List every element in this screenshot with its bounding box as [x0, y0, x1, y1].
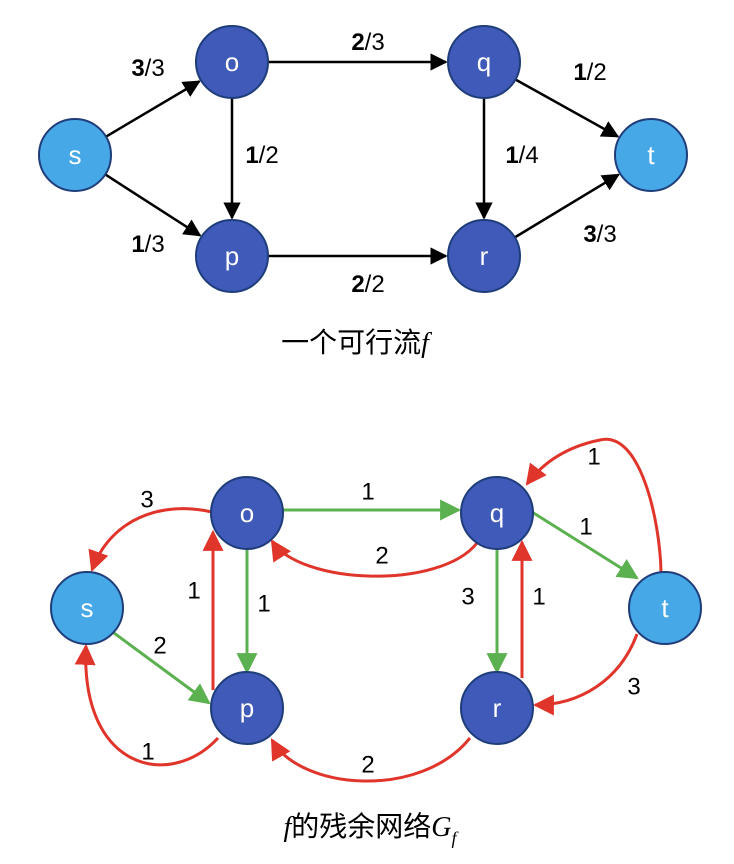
residual-edge-label-p-s: 1: [141, 739, 154, 766]
residual-node-q-circle: [460, 476, 534, 550]
flow-node-o: o: [195, 25, 269, 99]
residual-node-q-label: q: [490, 498, 504, 528]
residual-edge-label-r-p: 2: [361, 752, 374, 779]
residual-edge-label-o-q: 1: [361, 479, 374, 506]
residual-node-o-circle: [210, 476, 284, 550]
residual-edge-q-o: [270, 539, 479, 578]
flow-node-p-circle: [195, 219, 269, 293]
flow-edge-label-s-p: 1/3: [131, 231, 164, 258]
flow-node-r-circle: [447, 219, 521, 293]
flow-node-r-label: r: [480, 241, 489, 271]
residual-edge-label-p-o: 1: [187, 578, 200, 605]
flow-node-s-label: s: [69, 140, 82, 170]
flow-edge-label-o-q: 2/3: [351, 29, 384, 56]
flow-node-r: r: [447, 219, 521, 293]
residual-node-p-label: p: [240, 693, 254, 723]
flow-edge-r-t: [514, 173, 620, 239]
flow-edge-label-r-t: 3/3: [583, 221, 616, 248]
residual-edge-label-r-q: 1: [532, 584, 545, 611]
residual-node-t-circle: [628, 571, 702, 645]
residual-node-t-label: t: [661, 593, 669, 623]
flow-edge-q-t: [514, 78, 620, 138]
residual-edge-q-t: [531, 510, 639, 580]
flow-graph-caption: 一个可行流f: [281, 326, 432, 359]
residual-node-r-label: r: [493, 693, 502, 723]
residual-node-s-circle: [50, 571, 124, 645]
flow-node-q: q: [447, 25, 521, 99]
residual-node-s: s: [50, 571, 124, 645]
residual-edge-s-p: [113, 631, 211, 705]
flow-edge-s-p: [104, 173, 202, 237]
residual-edge-p-s: [74, 643, 220, 767]
flow-node-t-label: t: [647, 140, 655, 170]
flow-edge-label-p-r: 2/2: [351, 271, 384, 298]
residual-edge-label-q-o: 2: [375, 543, 388, 570]
residual-edge-t-q: [525, 437, 663, 573]
flow-nodes: s o p q r t: [38, 25, 688, 293]
residual-node-p-circle: [210, 671, 284, 745]
residual-edge-label-o-s: 3: [140, 487, 153, 514]
flow-node-o-label: o: [225, 47, 239, 77]
flow-edge-label-q-t: 1/2: [573, 59, 606, 86]
flow-edge-label-q-r: 1/4: [505, 142, 538, 169]
residual-graph: 3 1 2 1 2 1 1 2 3 1 1 1 3 s o p q r t f的残余网络Gf: [50, 437, 702, 848]
flow-node-t: t: [614, 118, 688, 192]
residual-edge-o-s: [88, 507, 213, 572]
flow-node-s: s: [38, 118, 112, 192]
residual-nodes: s o p q r t: [50, 476, 702, 745]
residual-node-q: q: [460, 476, 534, 550]
residual-edge-r-p: [270, 737, 472, 783]
flow-edge-labels: 3/3 1/3 2/3 1/2 2/2 1/4 1/2 3/3: [131, 29, 616, 298]
flow-edge-label-s-o: 3/3: [131, 55, 164, 82]
residual-node-p: p: [210, 671, 284, 745]
residual-graph-caption: f的残余网络Gf: [283, 810, 459, 848]
flow-node-q-circle: [447, 25, 521, 99]
residual-edge-label-q-r: 3: [461, 584, 474, 611]
residual-node-t: t: [628, 571, 702, 645]
flow-node-o-circle: [195, 25, 269, 99]
flow-node-t-circle: [614, 118, 688, 192]
flow-node-p-label: p: [225, 241, 239, 271]
residual-edge-label-q-t: 1: [579, 514, 592, 541]
flow-node-q-label: q: [477, 47, 491, 77]
flow-edges: [104, 53, 620, 265]
residual-node-r: r: [460, 671, 534, 745]
flow-edge-s-o: [105, 80, 201, 138]
residual-edges: [74, 437, 663, 783]
residual-edge-labels: 3 1 2 1 2 1 1 2 3 1 1 1 3: [140, 444, 640, 779]
flow-graph: 3/3 1/3 2/3 1/2 2/2 1/4 1/2 3/3 s o p q r t 一个可行流f: [38, 25, 688, 359]
flow-node-p: p: [195, 219, 269, 293]
residual-edge-label-o-p: 1: [257, 591, 270, 618]
residual-edge-label-t-q: 1: [587, 444, 600, 471]
residual-node-o-label: o: [240, 498, 254, 528]
residual-edge-t-r: [532, 633, 639, 716]
residual-edge-label-s-p: 2: [153, 633, 166, 660]
residual-node-o: o: [210, 476, 284, 550]
flow-edge-label-o-p: 1/2: [245, 142, 278, 169]
residual-edge-label-t-r: 3: [627, 674, 640, 701]
residual-node-s-label: s: [81, 593, 94, 623]
residual-node-r-circle: [460, 671, 534, 745]
flow-node-s-circle: [38, 118, 112, 192]
